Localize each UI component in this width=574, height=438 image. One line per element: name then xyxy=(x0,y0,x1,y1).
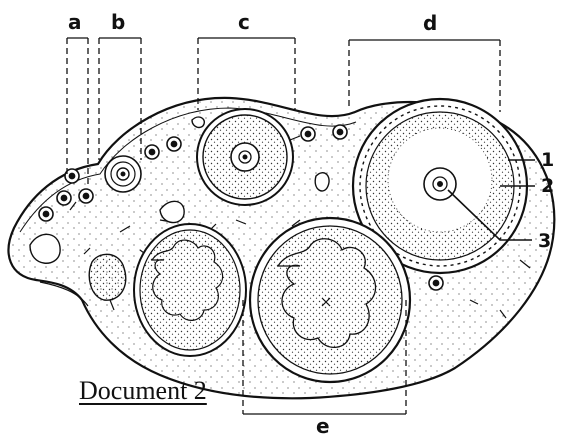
label-2: 2 xyxy=(541,177,554,196)
label-d: d xyxy=(423,13,437,33)
label-1: 1 xyxy=(541,151,554,170)
label-e: e xyxy=(316,416,330,436)
corpus-luteum-small xyxy=(134,224,246,356)
document-caption: Document 2 xyxy=(79,376,207,406)
label-b: b xyxy=(111,12,125,32)
label-a: a xyxy=(68,12,82,32)
label-c: c xyxy=(238,12,250,32)
corpus-luteum-large xyxy=(250,218,410,382)
secondary-follicle xyxy=(197,109,293,205)
primary-follicle xyxy=(105,156,141,192)
label-3: 3 xyxy=(538,232,551,251)
